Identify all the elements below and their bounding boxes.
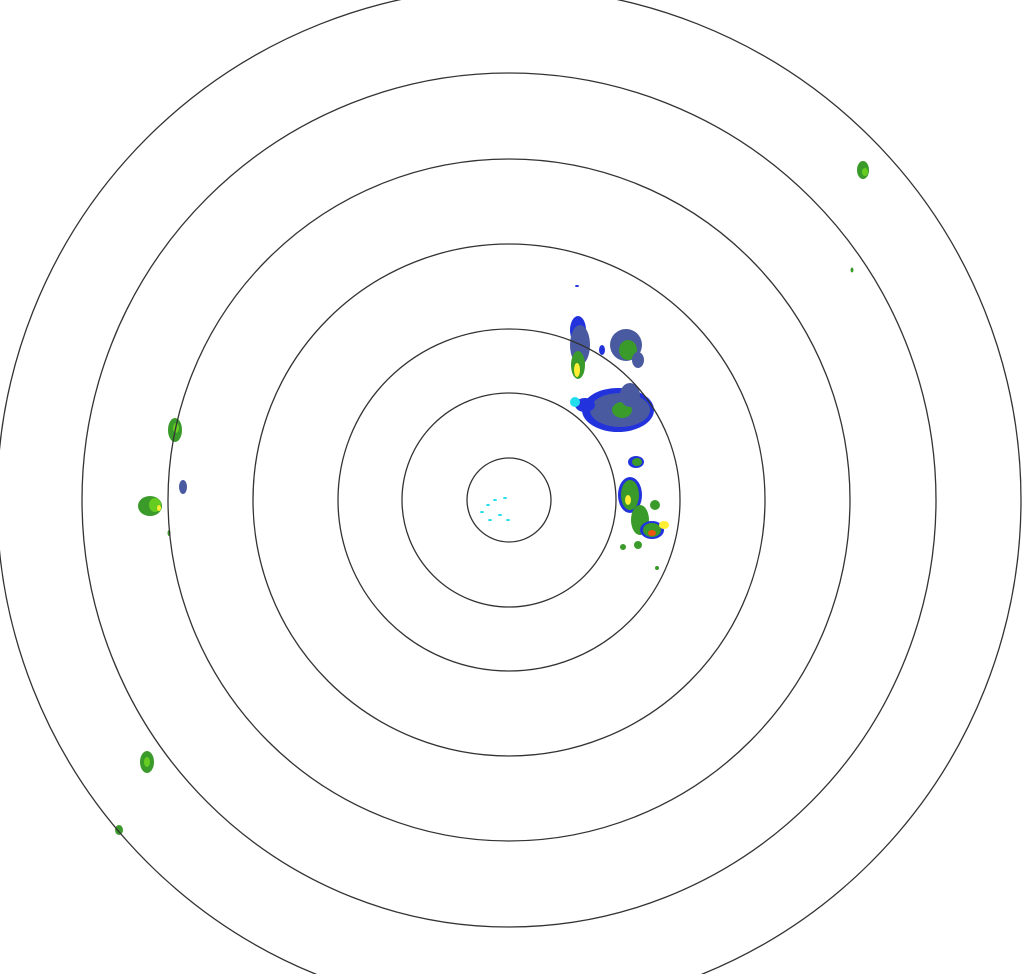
- echo-cell: [144, 757, 150, 767]
- echo-cell: [115, 825, 123, 835]
- range-ring-6: [81, 72, 937, 928]
- echo-cell: [575, 285, 579, 287]
- echo-cell: [625, 495, 631, 505]
- echo-cell: [862, 168, 868, 176]
- range-ring-3: [337, 328, 681, 672]
- echo-cell: [659, 521, 669, 529]
- echo-cell: [648, 530, 656, 536]
- echo-cell: [575, 398, 595, 412]
- echo-cell: [632, 458, 642, 466]
- range-ring-5: [167, 158, 851, 842]
- clutter-echo: [480, 511, 484, 513]
- echo-cell: [621, 480, 639, 510]
- range-ring-4: [252, 243, 766, 757]
- echo-cell: [634, 541, 642, 549]
- echo-cell: [619, 340, 637, 360]
- echo-cell: [620, 383, 640, 407]
- echo-cell: [574, 363, 580, 377]
- clutter-echo: [498, 514, 502, 516]
- echo-cell: [632, 352, 644, 368]
- clutter-echo: [486, 504, 490, 506]
- echo-cell: [599, 345, 605, 355]
- precipitation-echoes: [115, 161, 869, 835]
- echo-cell: [655, 566, 659, 570]
- echo-cell: [850, 267, 854, 273]
- range-ring-1: [466, 457, 552, 543]
- echo-cell: [570, 397, 580, 407]
- echo-cell: [157, 505, 161, 511]
- echo-cell: [620, 544, 626, 550]
- clutter-echo: [493, 499, 497, 501]
- range-ring-2: [401, 392, 617, 608]
- echo-cell: [650, 500, 660, 510]
- clutter-echo: [488, 519, 492, 521]
- echo-cell: [179, 480, 187, 494]
- clutter-echo: [506, 519, 510, 521]
- clutter-echo: [503, 497, 507, 499]
